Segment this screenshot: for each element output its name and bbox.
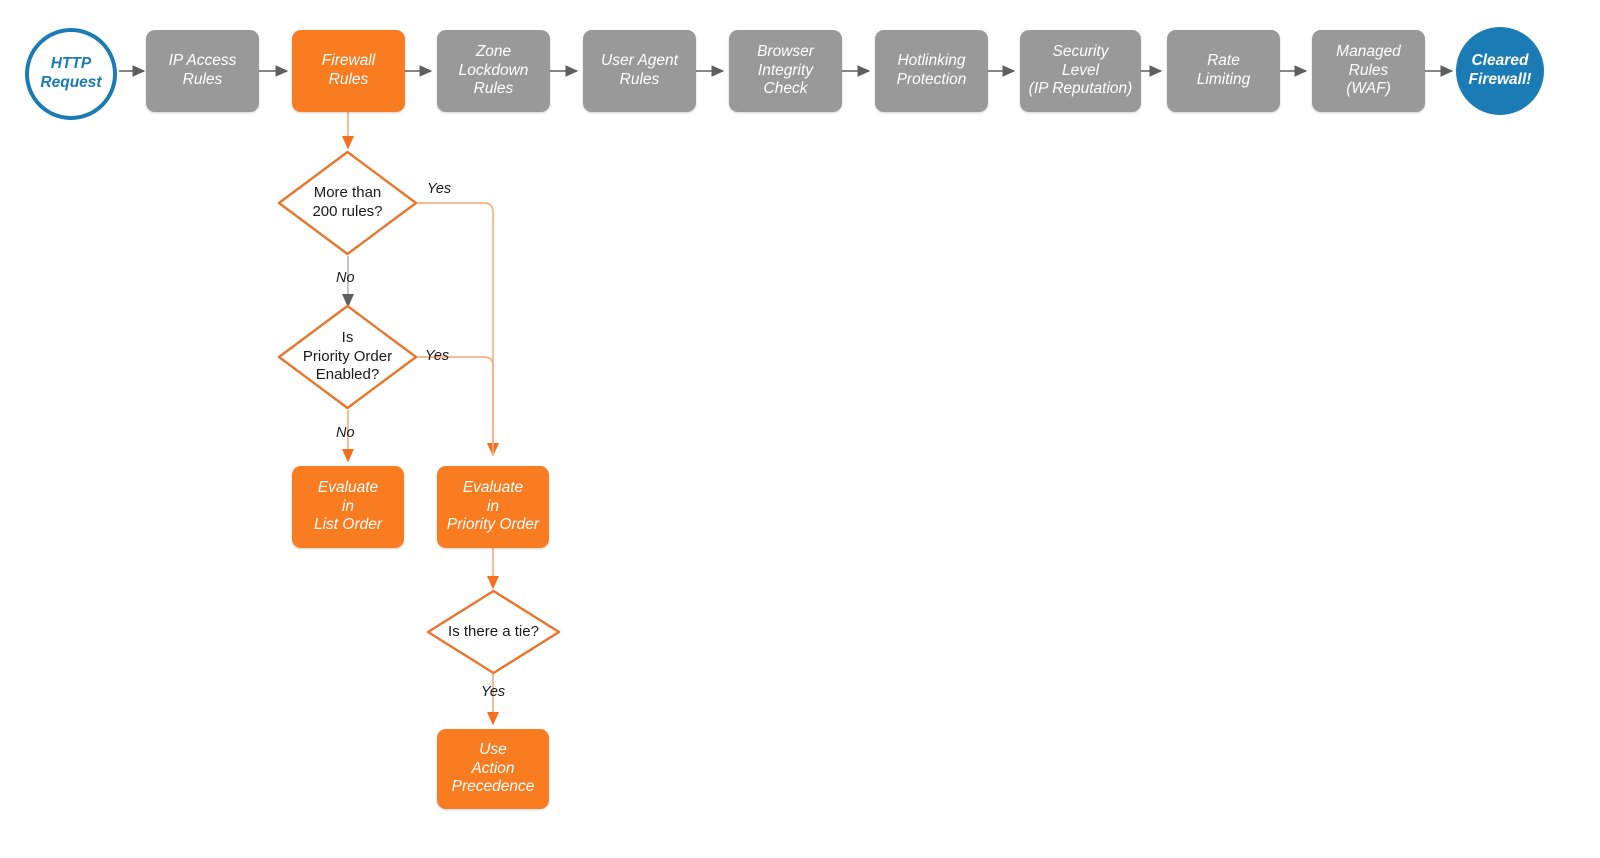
node-evaluate-in-priority-order-label: Evaluate in Priority Order: [446, 478, 540, 534]
node-rate-limiting[interactable]: Rate Limiting: [1167, 30, 1280, 112]
node-ip-access-rules[interactable]: IP Access Rules: [146, 30, 259, 112]
node-evaluate-in-priority-order[interactable]: Evaluate in Priority Order: [437, 466, 549, 548]
node-rate-limiting-label: Rate Limiting: [1196, 52, 1251, 88]
node-evaluate-in-list-order-label: Evaluate in List Order: [313, 478, 383, 534]
edge-label-decision2-yes: Yes: [425, 348, 450, 364]
diamond-shape: [277, 150, 418, 256]
node-security-level[interactable]: Security Level (IP Reputation): [1020, 30, 1141, 112]
node-firewall-rules[interactable]: Firewall Rules: [292, 30, 405, 112]
node-ip-access-rules-label: IP Access Rules: [168, 52, 237, 88]
node-managed-rules-waf[interactable]: Managed Rules (WAF): [1312, 30, 1425, 112]
node-firewall-rules-label: Firewall Rules: [321, 52, 376, 88]
edge-label-decision2-no: No: [336, 425, 355, 441]
node-security-level-label: Security Level (IP Reputation): [1028, 42, 1133, 98]
node-http-request-label: HTTP Request: [40, 55, 102, 91]
node-http-request[interactable]: HTTP Request: [25, 28, 117, 120]
diamond-shape: [277, 304, 418, 410]
node-managed-rules-waf-label: Managed Rules (WAF): [1336, 42, 1401, 98]
edge-decision1-yes: [417, 202, 500, 457]
node-cleared-firewall-label: Cleared Firewall!: [1468, 52, 1532, 88]
node-hotlinking-protection[interactable]: Hotlinking Protection: [875, 30, 988, 112]
decision-more-than-200-rules[interactable]: More than 200 rules?: [277, 150, 418, 256]
edge-label-decision1-yes: Yes: [427, 181, 452, 197]
node-use-action-precedence-label: Use Action Precedence: [451, 740, 535, 796]
node-user-agent-rules[interactable]: User Agent Rules: [583, 30, 696, 112]
edge-decision2-yes: [417, 356, 494, 455]
decision-is-priority-order-enabled[interactable]: Is Priority Order Enabled?: [277, 304, 418, 410]
node-use-action-precedence[interactable]: Use Action Precedence: [437, 729, 549, 809]
node-browser-integrity-check[interactable]: Browser Integrity Check: [729, 30, 842, 112]
node-cleared-firewall[interactable]: Cleared Firewall!: [1456, 27, 1544, 115]
decision-more-than-200-rules-label: More than 200 rules?: [312, 184, 383, 220]
node-browser-integrity-check-label: Browser Integrity Check: [757, 42, 814, 98]
decision-is-there-a-tie-label: Is there a tie?: [448, 622, 539, 640]
diamond-shape: [426, 589, 561, 675]
node-evaluate-in-list-order[interactable]: Evaluate in List Order: [292, 466, 404, 548]
edge-label-decision3-yes: Yes: [481, 684, 506, 700]
node-zone-lockdown-rules[interactable]: Zone Lockdown Rules: [437, 30, 550, 112]
node-hotlinking-protection-label: Hotlinking Protection: [896, 52, 967, 88]
node-user-agent-rules-label: User Agent Rules: [601, 52, 678, 88]
edge-label-decision1-no: No: [336, 270, 355, 286]
decision-is-priority-order-enabled-label: Is Priority Order Enabled?: [302, 328, 393, 384]
node-zone-lockdown-rules-label: Zone Lockdown Rules: [458, 42, 529, 98]
decision-is-there-a-tie[interactable]: Is there a tie?: [426, 589, 561, 675]
